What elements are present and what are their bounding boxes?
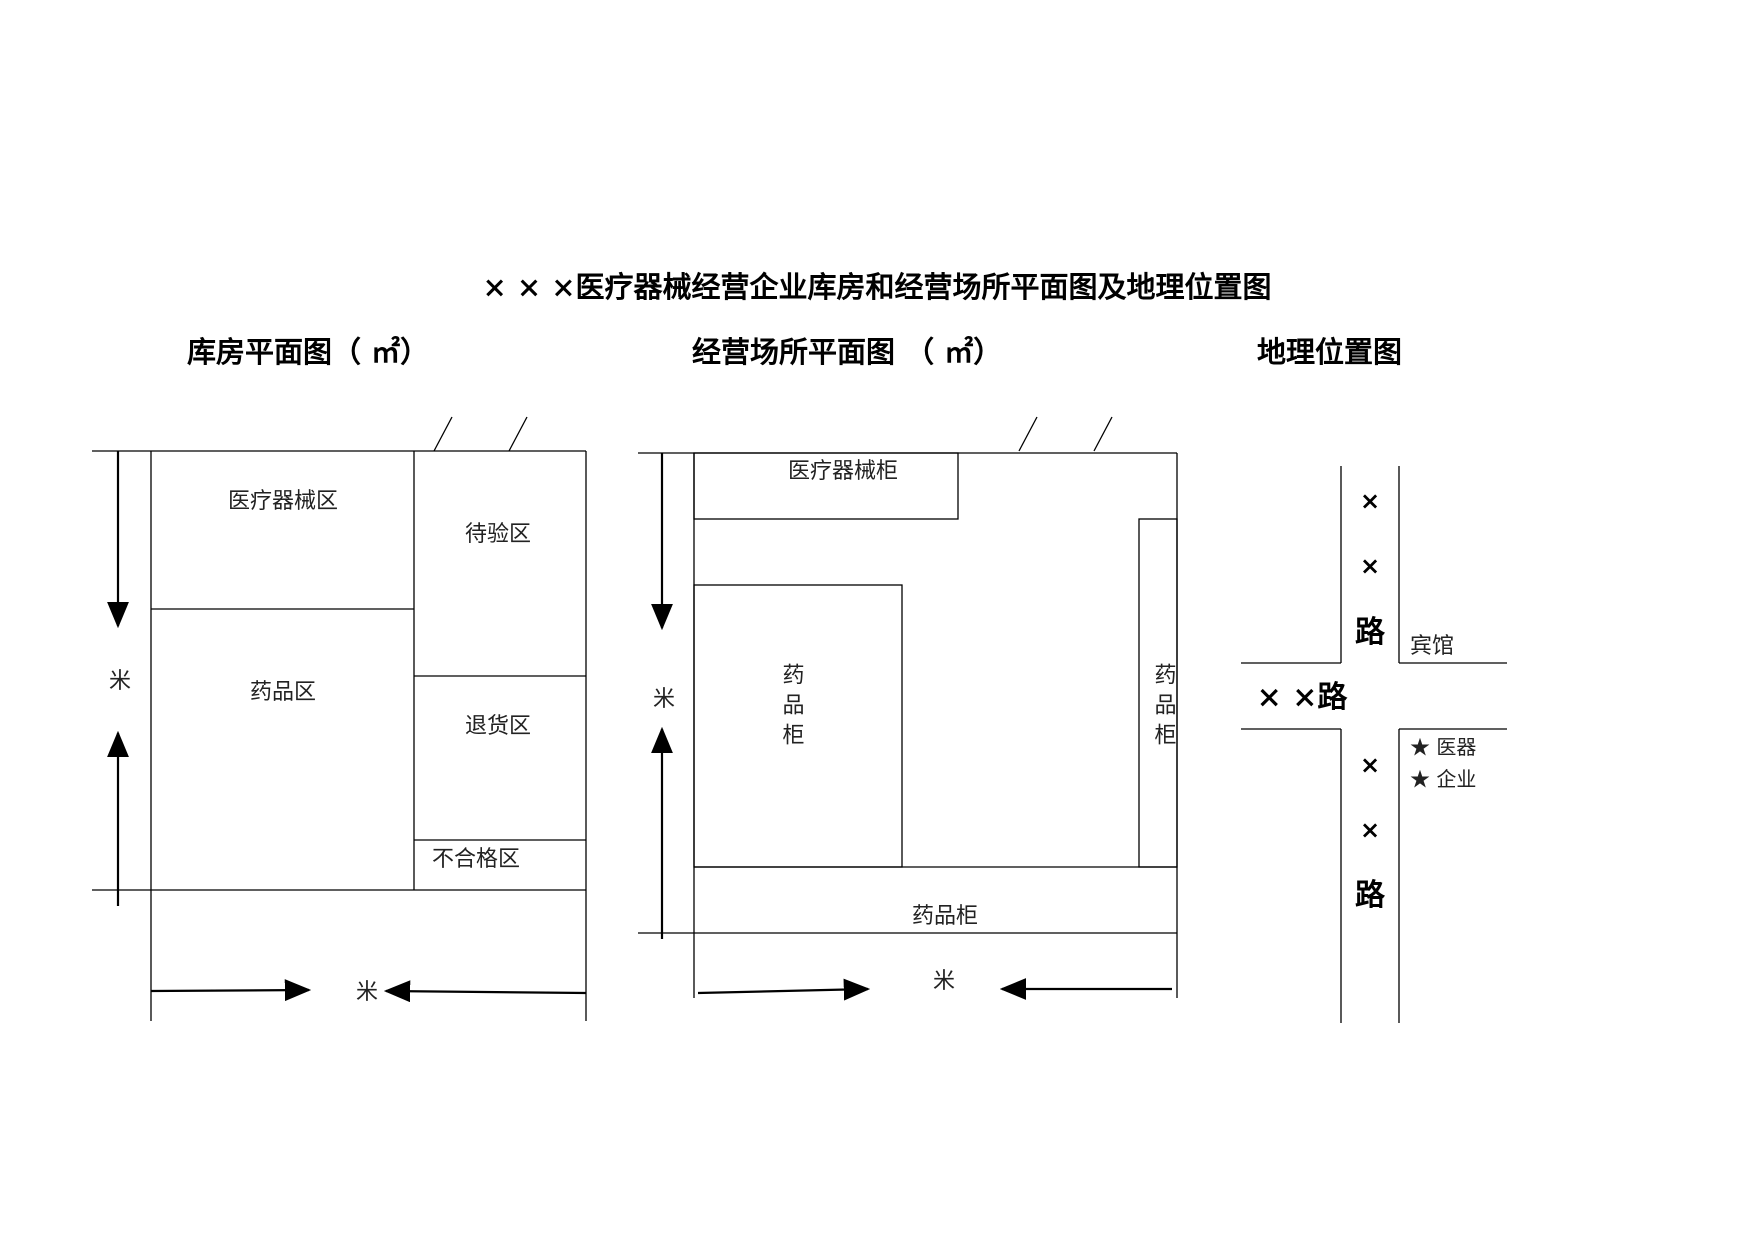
door-mark bbox=[433, 416, 453, 452]
dimension-arrow-left bbox=[383, 980, 587, 1003]
zone-unqualified-label: 不合格区 bbox=[432, 847, 520, 872]
road-vertical-top-char: × bbox=[1360, 487, 1380, 515]
dimension-arrow-right bbox=[697, 978, 871, 1001]
road-vertical-bottom-char: 路 bbox=[1355, 878, 1386, 913]
warehouse-unit-vertical: 米 bbox=[109, 669, 131, 694]
location-map: × × 路 × ×路 × × 路 宾馆 ★ 医器 ★ 企业 bbox=[1241, 466, 1507, 1023]
cabinet-drug-bottom-label: 药品柜 bbox=[912, 904, 978, 929]
warehouse-plan: 医疗器械区 待验区 药品区 退货区 不合格区 米 米 bbox=[92, 416, 587, 1021]
cabinet-device-label: 医疗器械柜 bbox=[788, 459, 898, 484]
hotel-label: 宾馆 bbox=[1410, 634, 1454, 659]
road-vertical-bottom-char: × bbox=[1360, 751, 1380, 779]
cabinet-device bbox=[693, 452, 959, 520]
zone-pending-label: 待验区 bbox=[465, 522, 531, 547]
zone-returns-label: 退货区 bbox=[465, 714, 531, 739]
road-vertical-bottom-char: × bbox=[1360, 816, 1380, 844]
page-title: × × ×医疗器械经营企业库房和经营场所平面图及地理位置图 bbox=[482, 270, 1271, 304]
zone-device-label: 医疗器械区 bbox=[228, 489, 338, 514]
location-heading: 地理位置图 bbox=[1257, 335, 1402, 369]
company-label-line2: ★ 企业 bbox=[1410, 767, 1476, 791]
company-label-line1: ★ 医器 bbox=[1410, 735, 1476, 759]
store-unit-horizontal: 米 bbox=[933, 969, 955, 994]
store-unit-vertical: 米 bbox=[653, 687, 675, 712]
zone-drug-label: 药品区 bbox=[250, 680, 316, 705]
warehouse-unit-horizontal: 米 bbox=[356, 980, 378, 1005]
door-mark bbox=[1018, 416, 1038, 452]
store-heading: 经营场所平面图 （ ㎡） bbox=[692, 335, 1002, 369]
warehouse-heading: 库房平面图（ ㎡） bbox=[187, 335, 429, 369]
road-vertical-top-char: 路 bbox=[1355, 615, 1386, 650]
door-mark bbox=[1093, 416, 1113, 452]
road-horizontal-label: × ×路 bbox=[1257, 680, 1349, 715]
cabinet-drug-right-label: 药品柜 bbox=[1151, 663, 1177, 753]
road-vertical-top-char: × bbox=[1360, 552, 1380, 580]
store-plan: 医疗器械柜 药品柜 药品柜 药品柜 米 米 bbox=[638, 416, 1178, 1001]
door-mark bbox=[508, 416, 528, 452]
cabinet-drug-left-label: 药品柜 bbox=[779, 663, 805, 753]
dimension-arrow-right bbox=[150, 979, 312, 1002]
